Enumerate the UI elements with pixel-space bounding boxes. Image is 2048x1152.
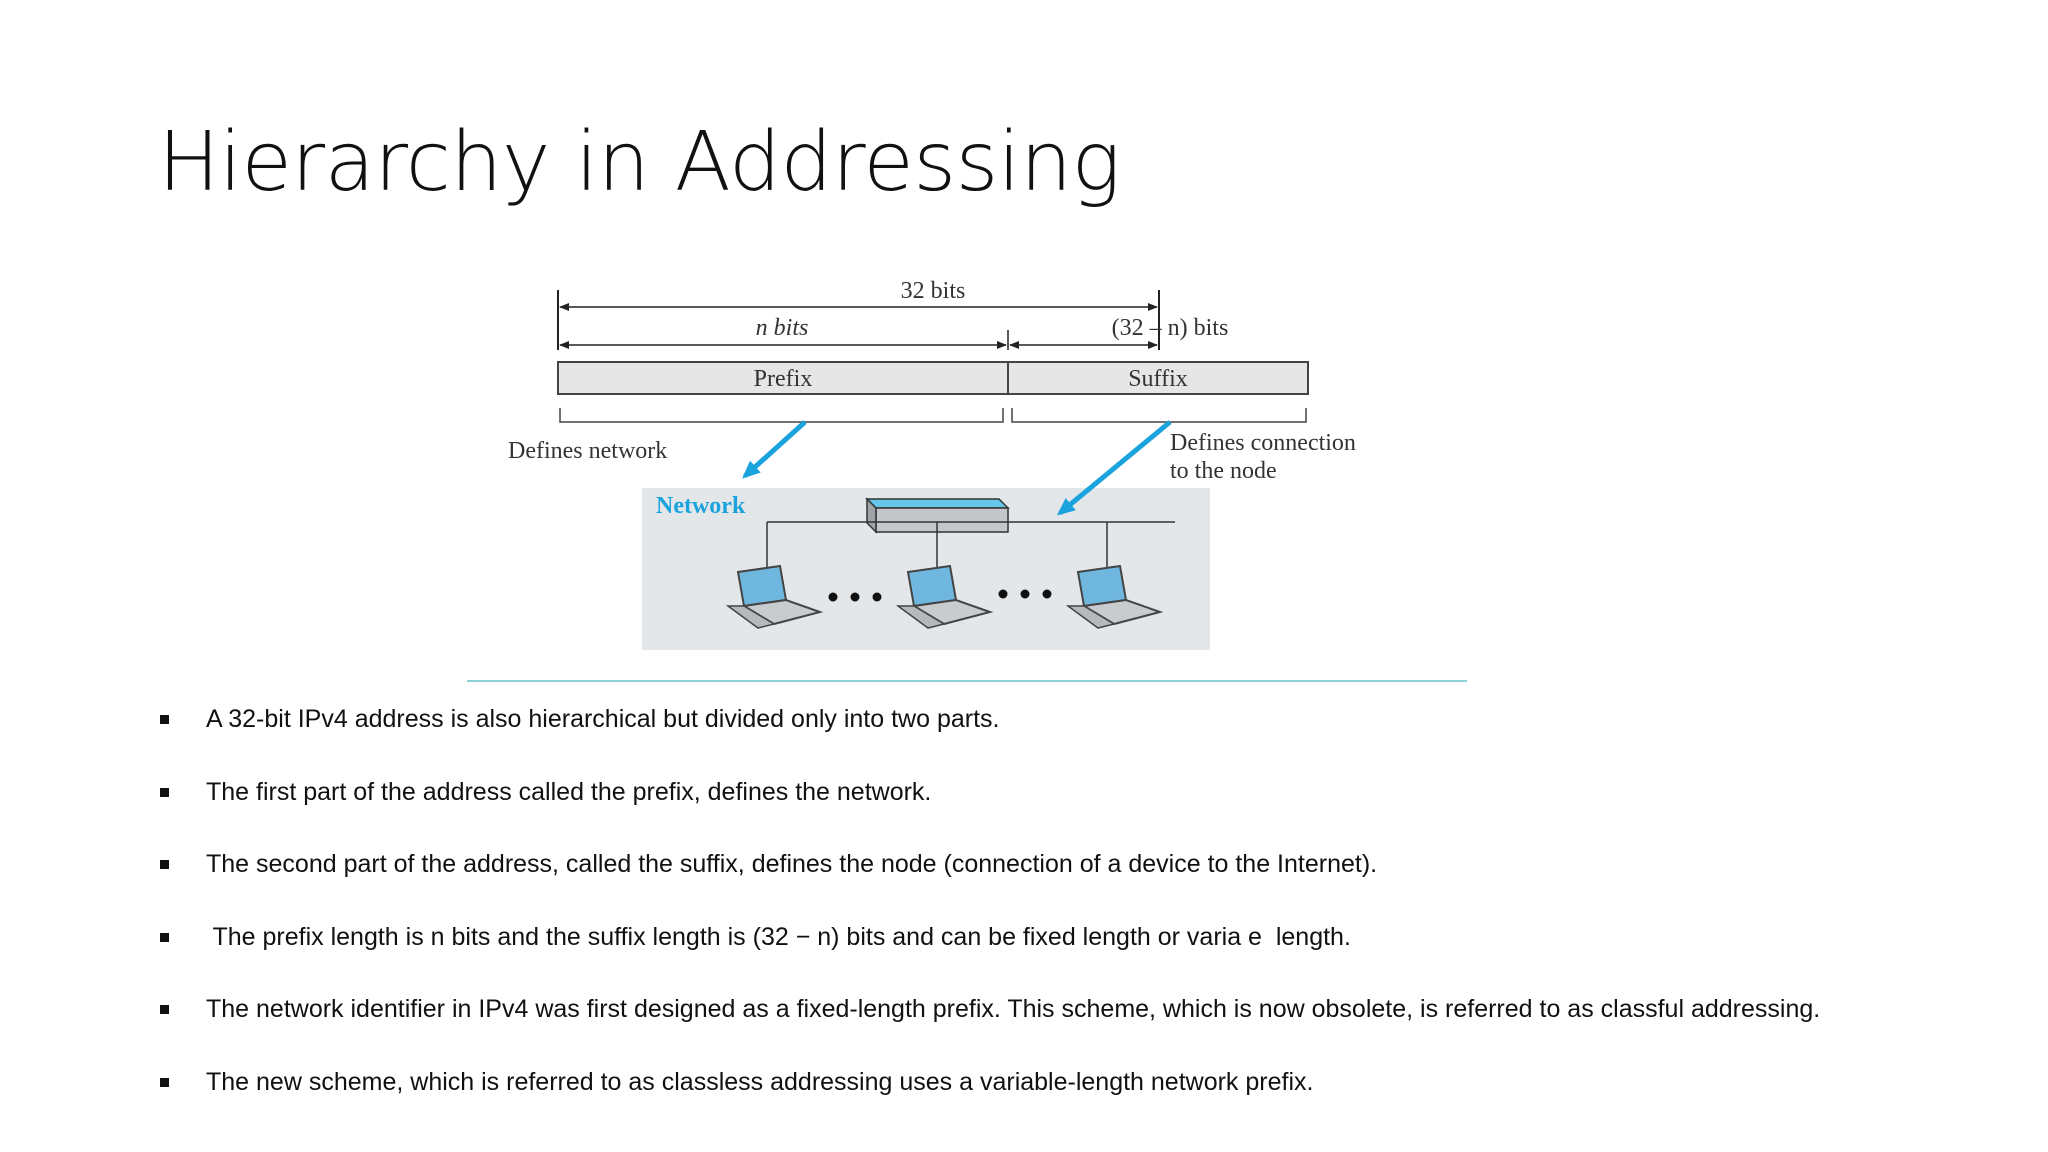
bullet-item: The second part of the address, called t… <box>158 843 2018 916</box>
prefix-bits-label: n bits <box>756 315 809 341</box>
suffix-box <box>1007 361 1309 395</box>
defines-connection-line1: Defines connection <box>1170 430 1356 456</box>
prefix-box <box>557 361 1009 395</box>
bullet-text: The prefix length is n bits and the suff… <box>206 922 1351 951</box>
defines-network-label: Defines network <box>508 438 667 464</box>
bullet-item: The prefix length is n bits and the suff… <box>158 916 2018 989</box>
network-label: Network <box>656 493 746 519</box>
suffix-bits-label: (32 – n) bits <box>1112 315 1229 341</box>
laptop-icon <box>1065 564 1164 629</box>
bullet-square-icon <box>160 715 169 724</box>
suffix-bracket <box>1011 408 1307 423</box>
slide-title: Hierarchy in Addressing <box>158 115 1121 210</box>
bullet-square-icon <box>160 1077 169 1087</box>
bullet-text: The second part of the address, called t… <box>206 850 1378 878</box>
bullet-text: A 32-bit IPv4 address is also hierarchic… <box>206 705 1000 733</box>
bullet-text: The new scheme, which is referred to as … <box>206 1067 1314 1096</box>
laptop-icon <box>895 564 994 629</box>
prefix-pointer-arrow <box>742 420 807 479</box>
bullet-square-icon <box>160 932 169 942</box>
bullet-square-icon <box>160 860 169 869</box>
bullet-item: The network identifier in IPv4 was first… <box>158 988 2018 1061</box>
bullet-item: The first part of the address called the… <box>158 771 2018 844</box>
bullet-square-icon <box>160 787 169 797</box>
address-diagram: 32 bits n bits (32 – n) bits Prefix Suff… <box>508 278 1356 650</box>
figure-divider <box>467 680 1467 682</box>
laptop-icon <box>725 564 824 629</box>
bullet-text: The network identifier in IPv4 was first… <box>206 995 1821 1023</box>
ellipsis-dots <box>828 589 1052 602</box>
prefix-label: Prefix <box>754 366 813 392</box>
suffix-pointer-arrow <box>1056 420 1172 516</box>
suffix-label: Suffix <box>1128 366 1188 392</box>
bullet-text: The first part of the address called the… <box>206 777 932 806</box>
defines-connection-line2: to the node <box>1170 458 1277 484</box>
total-bits-label: 32 bits <box>901 278 966 304</box>
bullet-square-icon <box>160 1005 169 1014</box>
prefix-bracket <box>559 408 1004 423</box>
switch-icon <box>865 497 1010 534</box>
bullet-item: The new scheme, which is referred to as … <box>158 1061 2018 1134</box>
bullet-item: A 32-bit IPv4 address is also hierarchic… <box>158 698 2018 771</box>
bullet-list: A 32-bit IPv4 address is also hierarchic… <box>158 698 2018 1133</box>
address-hierarchy-figure: 32 bits n bits (32 – n) bits Prefix Suff… <box>470 270 1470 690</box>
